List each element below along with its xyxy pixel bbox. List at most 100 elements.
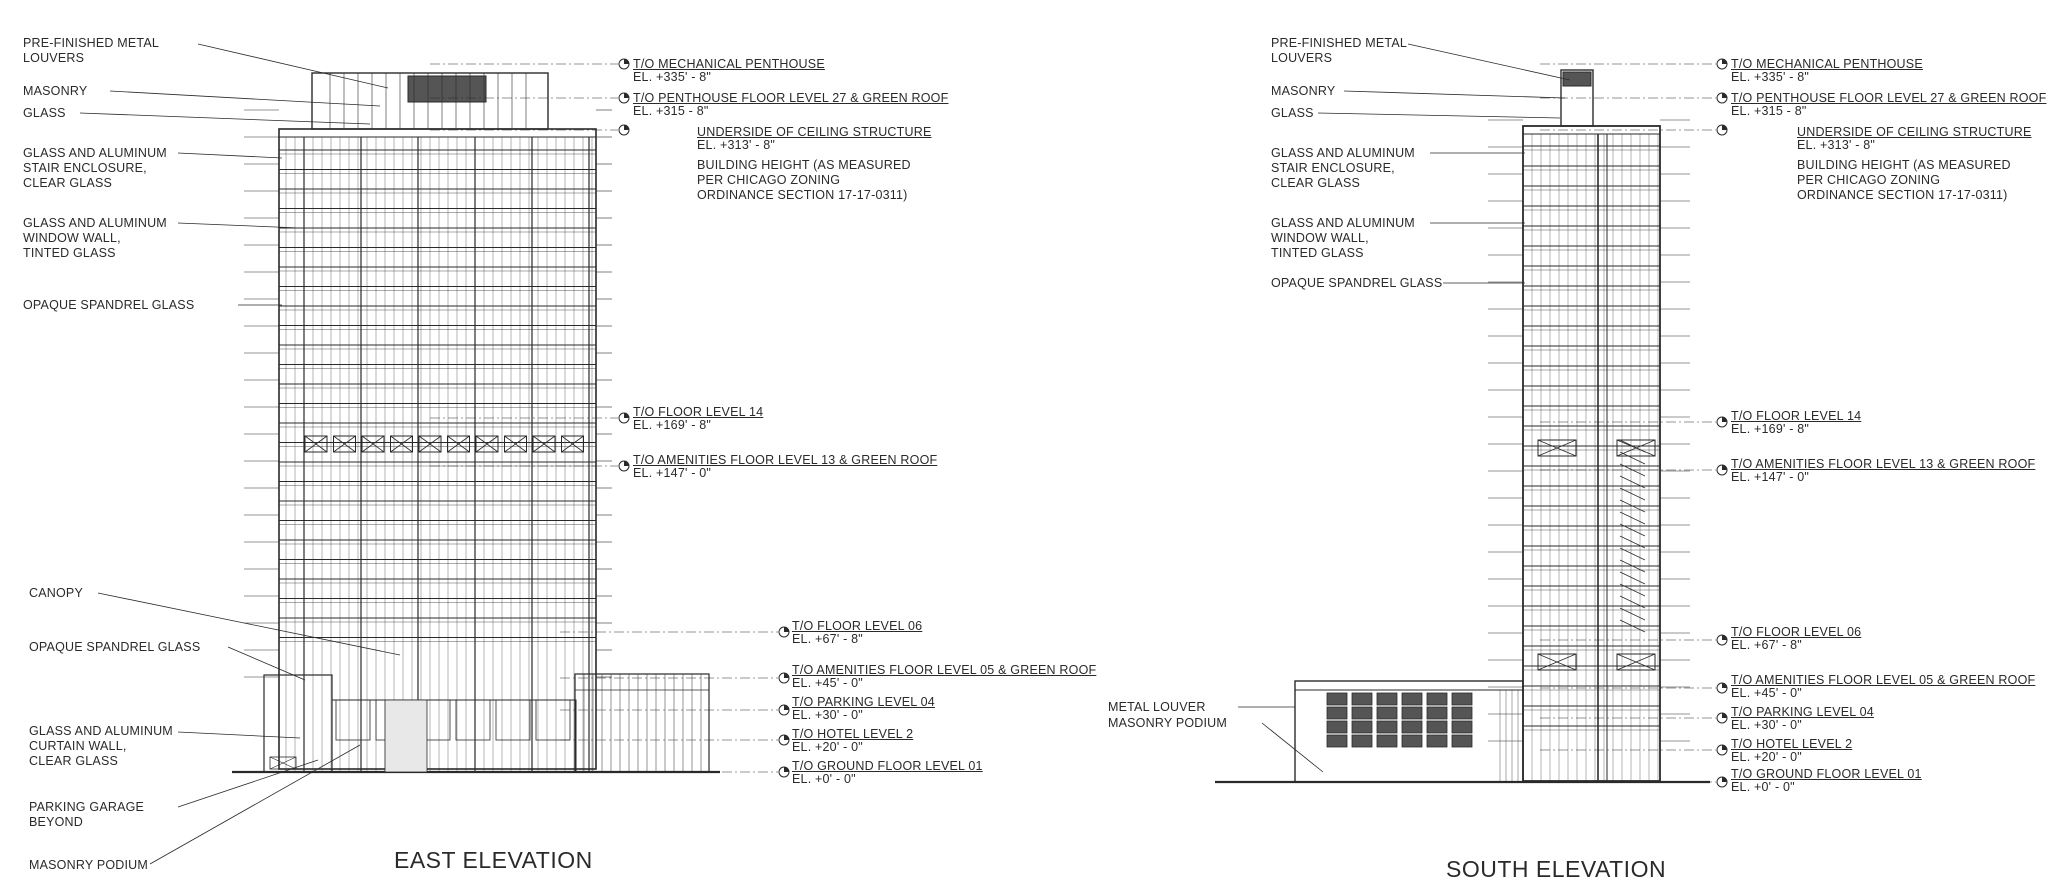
east-label-metal-louvers: PRE-FINISHED METAL LOUVERS xyxy=(23,36,160,65)
east-level-penthouse-floor: T/O PENTHOUSE FLOOR LEVEL 27 & GREEN ROO… xyxy=(633,91,949,118)
stair-flight xyxy=(1619,535,1646,549)
spandrel-x-panel xyxy=(390,435,413,453)
leader-line xyxy=(1407,43,1571,81)
stair-flight xyxy=(1619,451,1646,465)
east-label-curtain-wall: GLASS AND ALUMINUM CURTAIN WALL, CLEAR G… xyxy=(29,724,173,768)
stair-flight xyxy=(1619,475,1646,489)
spandrel-x-panel xyxy=(1537,439,1577,457)
stair-flight xyxy=(1619,499,1646,513)
x-brace xyxy=(390,435,413,453)
level-marker-fill xyxy=(784,673,789,678)
x-brace xyxy=(447,435,470,453)
level-marker-fill xyxy=(624,59,629,64)
stair-flight xyxy=(1619,571,1646,585)
south-elevation-building xyxy=(1215,58,1728,788)
level-marker-fill xyxy=(784,767,789,772)
east-label-masonry: MASONRY xyxy=(23,84,88,98)
metal-louver-panel xyxy=(1401,720,1423,734)
podium-bay xyxy=(335,699,371,741)
level-marker-fill xyxy=(1722,745,1727,750)
leader-line xyxy=(97,592,401,656)
podium-bay xyxy=(455,699,491,741)
x-brace xyxy=(1616,439,1656,457)
south-louver-panel xyxy=(1562,71,1592,87)
level-marker-fill xyxy=(784,627,789,632)
east-label-spandrel-glass-lower: OPAQUE SPANDREL GLASS xyxy=(29,640,201,654)
x-brace xyxy=(561,435,584,453)
metal-louver-panel xyxy=(1351,692,1373,706)
x-brace xyxy=(475,435,499,453)
metal-louver-panel xyxy=(1376,720,1398,734)
east-label-spandrel-glass: OPAQUE SPANDREL GLASS xyxy=(23,298,195,312)
metal-louver-panel xyxy=(1376,692,1398,706)
metal-louver-panel xyxy=(1451,706,1473,720)
level-marker-fill xyxy=(1722,417,1727,422)
metal-louver-panel xyxy=(1326,706,1348,720)
spandrel-x-panel xyxy=(475,435,499,453)
east-label-window-wall: GLASS AND ALUMINUM WINDOW WALL, TINTED G… xyxy=(23,216,167,260)
level-marker-fill xyxy=(1722,713,1727,718)
leader-line xyxy=(177,222,301,229)
leader-lines xyxy=(79,43,1571,865)
spandrel-x-panel xyxy=(304,435,328,453)
level-marker-fill xyxy=(1722,777,1727,782)
metal-louver-panel xyxy=(1426,692,1448,706)
podium-bay xyxy=(535,699,571,741)
metal-louver-panel xyxy=(1401,734,1423,748)
metal-louver-panel xyxy=(1451,692,1473,706)
metal-louver-panel xyxy=(1426,706,1448,720)
leader-line xyxy=(1343,90,1566,99)
east-label-parking-garage: PARKING GARAGE BEYOND xyxy=(29,800,145,829)
east-label-canopy: CANOPY xyxy=(29,586,83,600)
x-brace xyxy=(504,435,527,453)
south-elevation-title: SOUTH ELEVATION xyxy=(1446,856,1667,882)
leader-line xyxy=(227,646,306,681)
metal-louver-panel xyxy=(1326,692,1348,706)
metal-louver-panel xyxy=(1376,734,1398,748)
x-brace xyxy=(532,435,556,453)
x-brace xyxy=(361,435,385,453)
south-label-masonry-podium: MASONRY PODIUM xyxy=(1108,716,1228,730)
metal-louver-panel xyxy=(1426,734,1448,748)
leader-line xyxy=(149,744,361,865)
x-brace xyxy=(304,435,328,453)
east-level-amenities-13: T/O AMENITIES FLOOR LEVEL 13 & GREEN ROO… xyxy=(633,453,938,480)
level-marker-fill xyxy=(1722,465,1727,470)
entry-panel xyxy=(384,699,428,773)
east-elevation-building xyxy=(232,58,790,778)
x-brace xyxy=(269,756,297,770)
south-label-window-wall: GLASS AND ALUMINUM WINDOW WALL, TINTED G… xyxy=(1271,216,1415,260)
stair-flight xyxy=(1619,619,1646,633)
level-marker-fill xyxy=(1722,125,1727,130)
leader-line xyxy=(177,152,283,159)
spandrel-x-panel xyxy=(561,435,584,453)
level-marker-fill xyxy=(784,735,789,740)
stair-flight xyxy=(1619,547,1646,561)
east-base-left xyxy=(263,674,333,773)
metal-louver-panel xyxy=(1351,720,1373,734)
spandrel-x-panel xyxy=(361,435,385,453)
metal-louver-panel xyxy=(1401,692,1423,706)
level-marker-fill xyxy=(1722,93,1727,98)
stair-flight xyxy=(1619,559,1646,573)
level-marker-fill xyxy=(624,93,629,98)
podium-bay xyxy=(495,699,531,741)
spandrel-x-panel xyxy=(1537,653,1577,671)
spandrel-x-panel xyxy=(504,435,527,453)
level-marker-fill xyxy=(624,461,629,466)
metal-louver-panel xyxy=(1326,734,1348,748)
leader-line xyxy=(79,112,371,125)
spandrel-x-panel xyxy=(1616,653,1656,671)
spandrel-x-panel xyxy=(418,435,442,453)
east-label-glass: GLASS xyxy=(23,106,66,120)
spandrel-x-panel xyxy=(532,435,556,453)
